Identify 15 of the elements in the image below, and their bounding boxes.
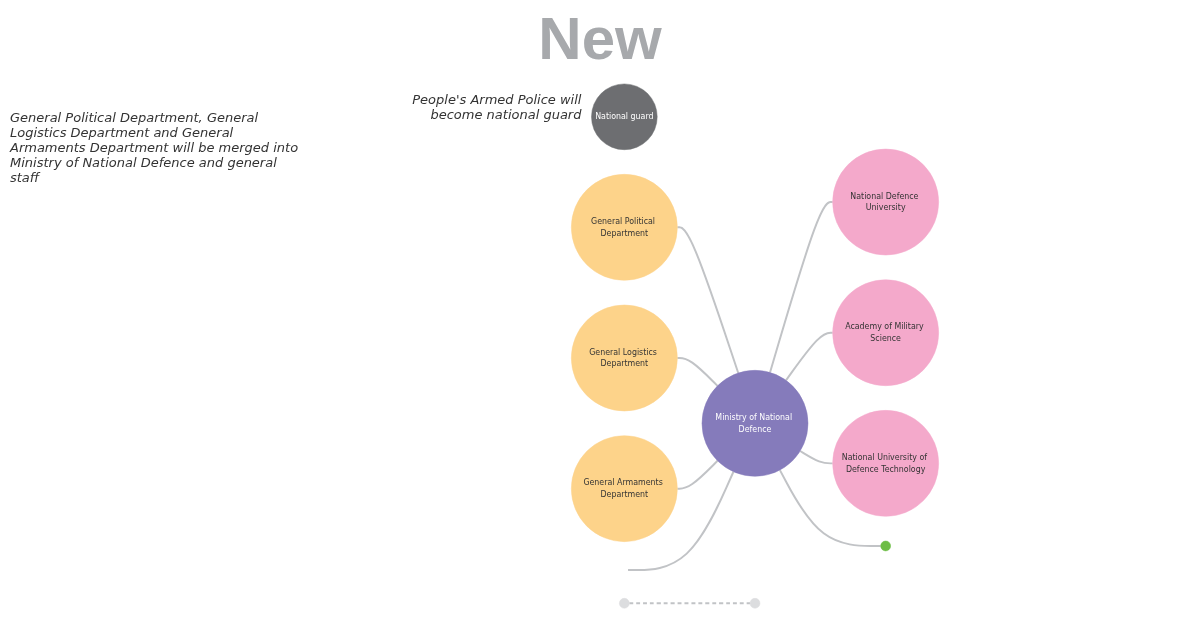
node-circle [619, 598, 630, 609]
connector [769, 201, 834, 374]
connector [778, 469, 882, 547]
node-circle [880, 540, 891, 552]
connector [676, 226, 740, 375]
connector [628, 602, 752, 605]
connector [627, 470, 735, 571]
connector [676, 357, 719, 387]
note-text: General Political Department, General Logistics Department and General Armaments Department will be merged into Ministry of National Defence and general staff [10, 110, 300, 185]
node-circle [749, 598, 761, 609]
note-text: People's Armed Police will become national guard [411, 91, 582, 122]
connector [676, 459, 719, 490]
title: New [537, 4, 663, 73]
connector [799, 450, 834, 465]
connector [785, 331, 834, 382]
